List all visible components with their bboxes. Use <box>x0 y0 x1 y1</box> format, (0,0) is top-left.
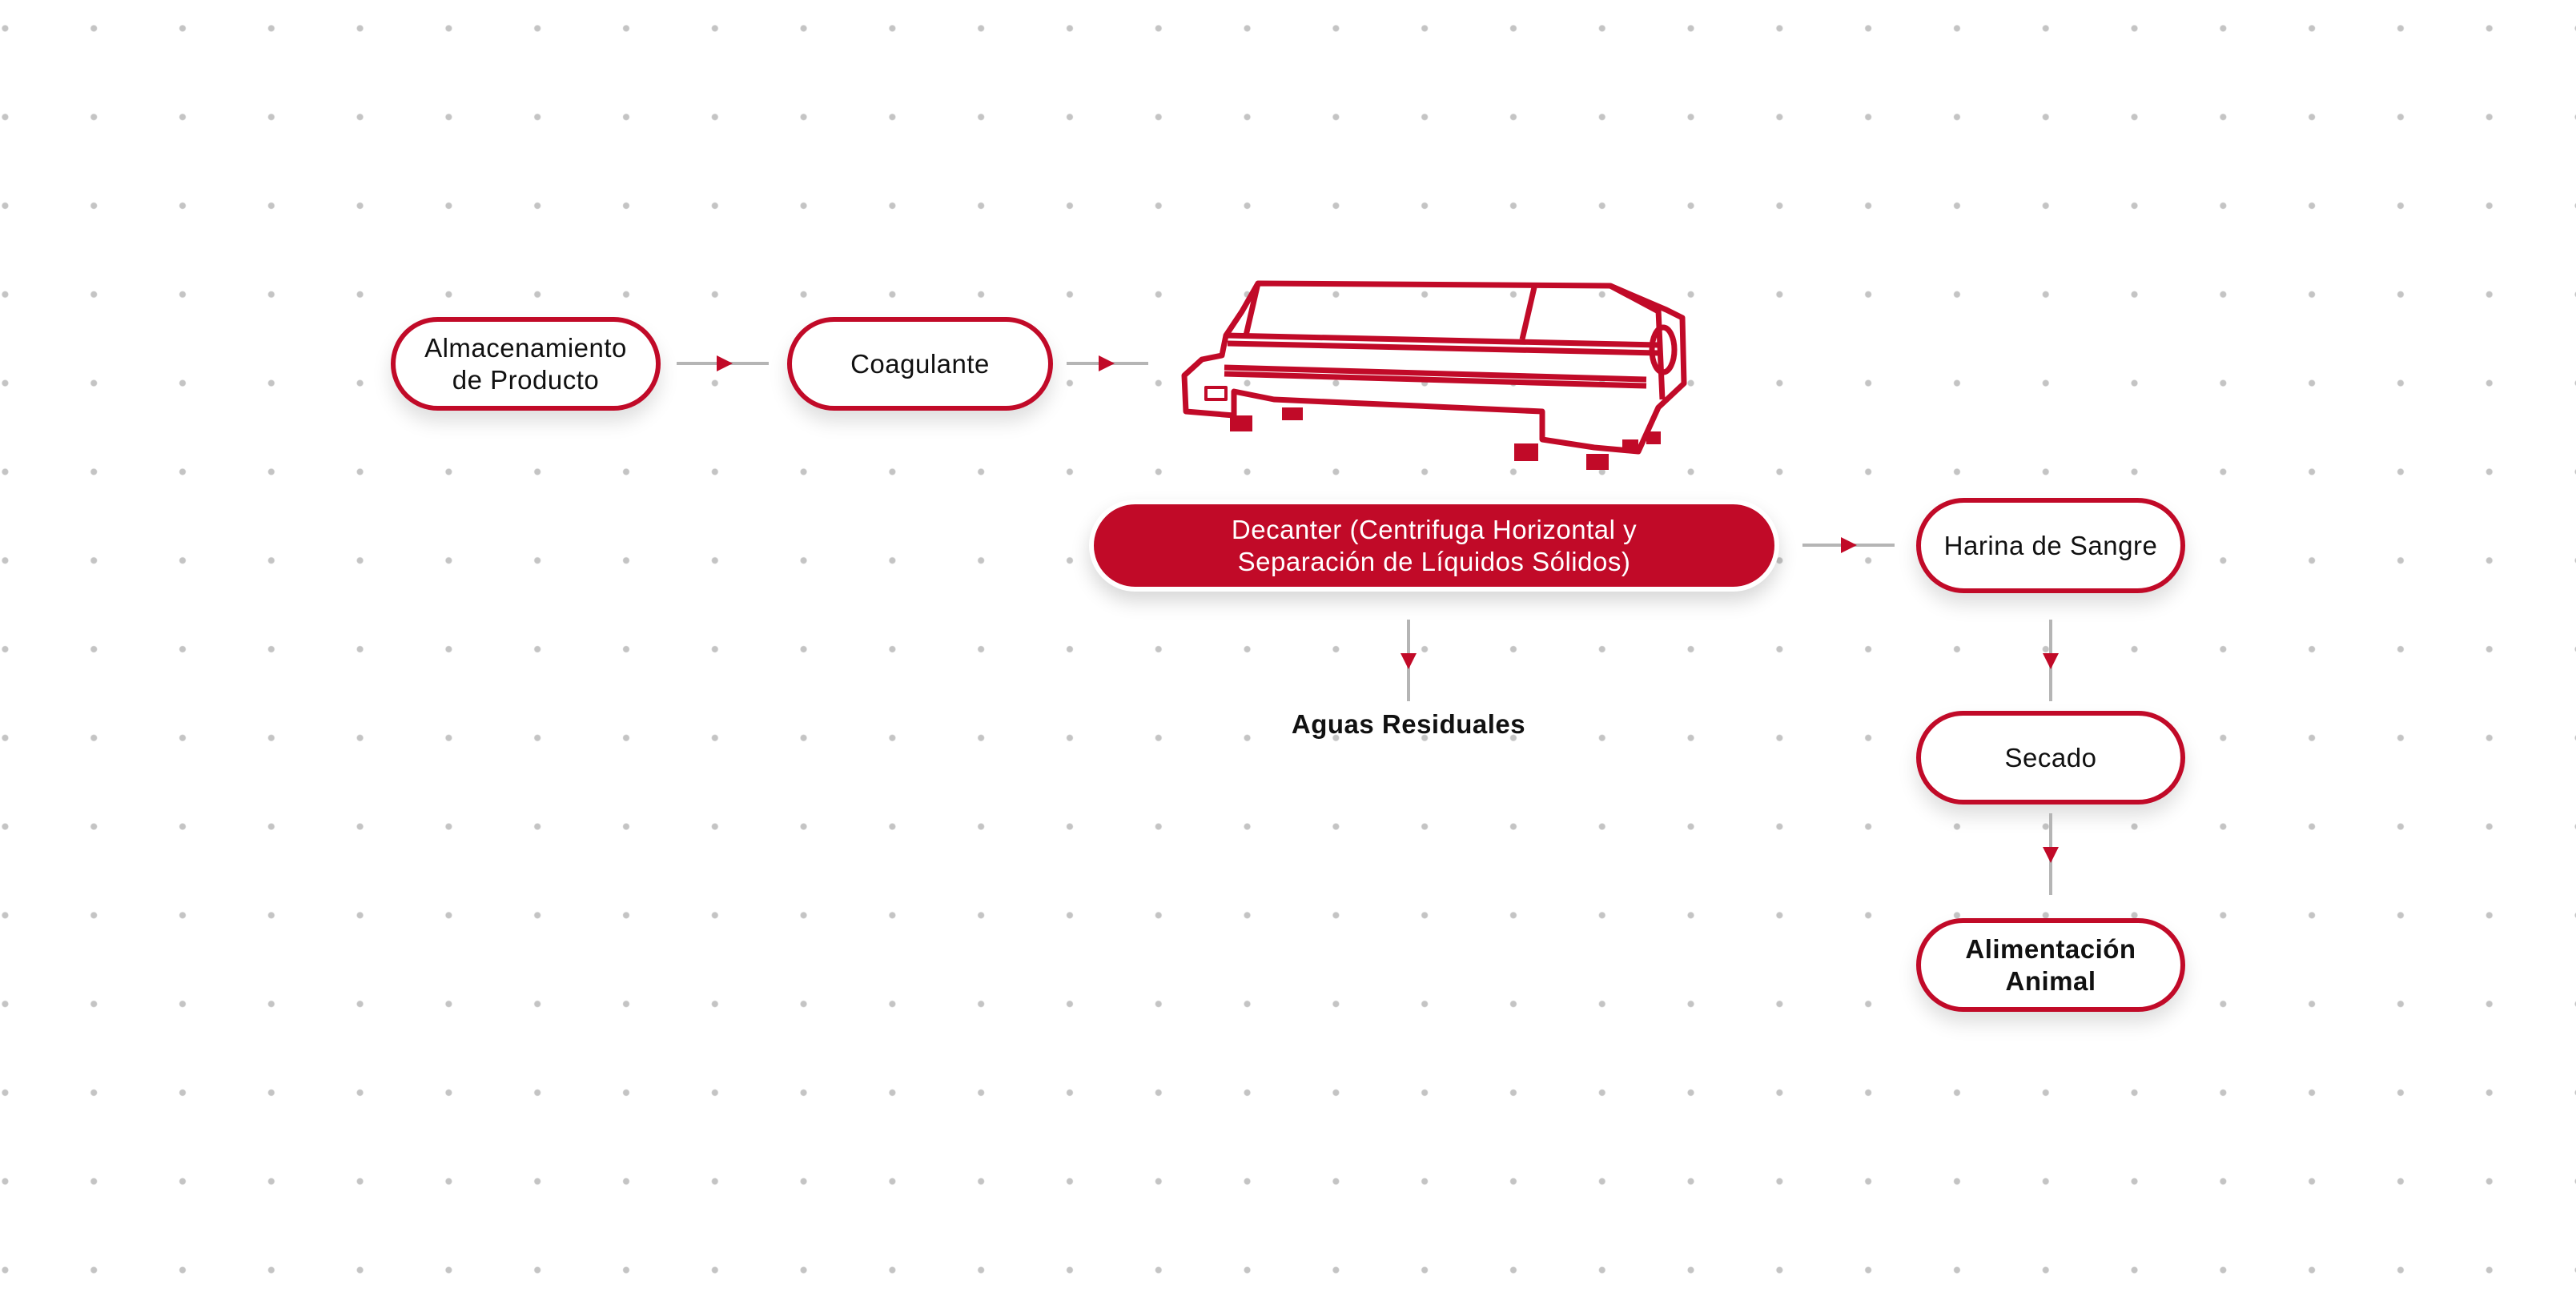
arrow-right <box>1067 355 1148 371</box>
arrow-down <box>1401 620 1417 701</box>
node-storage: Almacenamiento de Producto <box>391 317 661 411</box>
decanter-centrifuge-icon <box>1181 280 1687 470</box>
node-label: Secado <box>2004 742 2097 772</box>
node-drying: Secado <box>1916 711 2185 804</box>
node-coagulant: Coagulante <box>787 317 1053 411</box>
node-decanter: Decanter (Centrifuga Horizontal y Separa… <box>1089 500 1779 592</box>
arrow-right <box>1802 537 1895 553</box>
arrow-down <box>2043 813 2059 895</box>
node-label: Decanter (Centrifuga Horizontal y Separa… <box>1231 514 1638 576</box>
node-label: Almacenamiento de Producto <box>424 332 627 395</box>
arrow-down <box>2043 620 2059 701</box>
node-label: Coagulante <box>850 348 990 379</box>
output-wastewater: Aguas Residuales <box>1291 709 1526 739</box>
node-label: Harina de Sangre <box>1943 530 2158 560</box>
node-blood-meal: Harina de Sangre <box>1916 498 2185 593</box>
node-animal-feed: Alimentación Animal <box>1916 918 2185 1012</box>
node-label: Alimentación Animal <box>1965 933 2136 996</box>
arrow-right <box>677 355 769 371</box>
